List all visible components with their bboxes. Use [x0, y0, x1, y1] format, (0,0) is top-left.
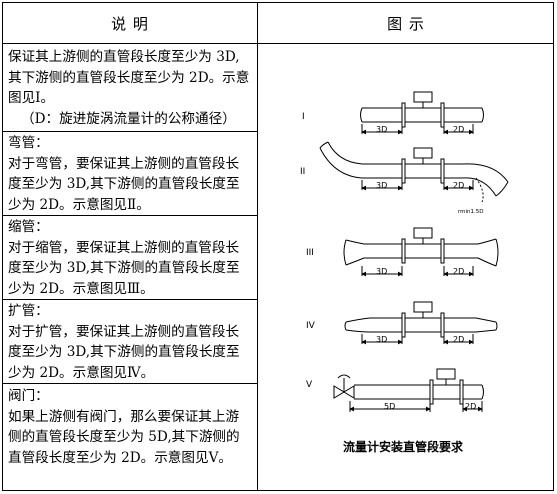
- nominal-diameter-note: （D：旋进旋涡流量计的公称通径）: [21, 110, 236, 127]
- row-expander: 扩管： 对于扩管，要保证其上游侧的直管段长 度至少为 3D,其下游侧的直管段长度…: [8, 301, 254, 383]
- row-valve: 阀门： 如果上游侧有阀门，那么要保证其上游 侧的直管段长度至少为 5D,其下游侧…: [8, 386, 254, 468]
- straight-pipe-diagram: I 3D 2D II: [300, 91, 509, 412]
- row-title: 弯管：: [8, 135, 49, 151]
- diagram-iii-reducer: III 3D 2D: [306, 227, 499, 277]
- svg-text:2D: 2D: [453, 125, 464, 134]
- header-diagram: 图 示: [387, 14, 425, 33]
- row-divider: [3, 215, 257, 216]
- svg-text:3D: 3D: [376, 181, 387, 190]
- row-divider: [3, 299, 257, 300]
- row-divider: [3, 131, 257, 132]
- row-elbow: 弯管： 对于弯管，要保证其上游侧的直管段长 度至少为 3D,其下游侧的直管段长度…: [8, 133, 254, 215]
- svg-text:5D: 5D: [384, 402, 395, 411]
- svg-text:2D: 2D: [453, 181, 464, 190]
- row-divider: [3, 383, 257, 384]
- svg-text:3D: 3D: [376, 267, 387, 276]
- header-divider: [3, 43, 553, 44]
- row-title: 阀门：: [8, 388, 49, 404]
- svg-text:3D: 3D: [376, 125, 387, 134]
- svg-text:3D: 3D: [376, 335, 387, 344]
- row-title: 扩管：: [8, 303, 49, 319]
- diagram-i-straight: I 3D 2D: [302, 91, 484, 135]
- label-i: I: [302, 112, 305, 122]
- row-title: 缩管：: [8, 219, 49, 235]
- diagram-iv-expander: IV 3D 2D: [306, 301, 498, 345]
- label-v: V: [306, 380, 313, 390]
- svg-text:2D: 2D: [453, 267, 464, 276]
- column-divider: [257, 3, 259, 490]
- row-straight-pipe: 保证其上游侧的直管段长度至少为 3D, 其下游侧的直管段长度至少为 2D。示意 …: [8, 47, 254, 129]
- diagram-caption: 流量计安装直管段要求: [342, 440, 463, 454]
- diagram-v-valve: V 5D 2D: [306, 368, 484, 412]
- row-reducer: 缩管： 对于缩管，要保证其上游侧的直管段长 度至少为 3D,其下游侧的直管段长度…: [8, 217, 254, 299]
- label-iv: IV: [306, 321, 316, 331]
- svg-text:2D: 2D: [453, 335, 464, 344]
- header-description: 说 明: [111, 14, 149, 33]
- svg-text:2D: 2D: [465, 402, 476, 411]
- diagram-ii-elbow: II 3D 2D rmin1.5D: [300, 141, 509, 215]
- label-ii: II: [300, 167, 305, 177]
- label-iii: III: [306, 248, 314, 258]
- min-bend-radius-label: rmin1.5D: [458, 209, 484, 215]
